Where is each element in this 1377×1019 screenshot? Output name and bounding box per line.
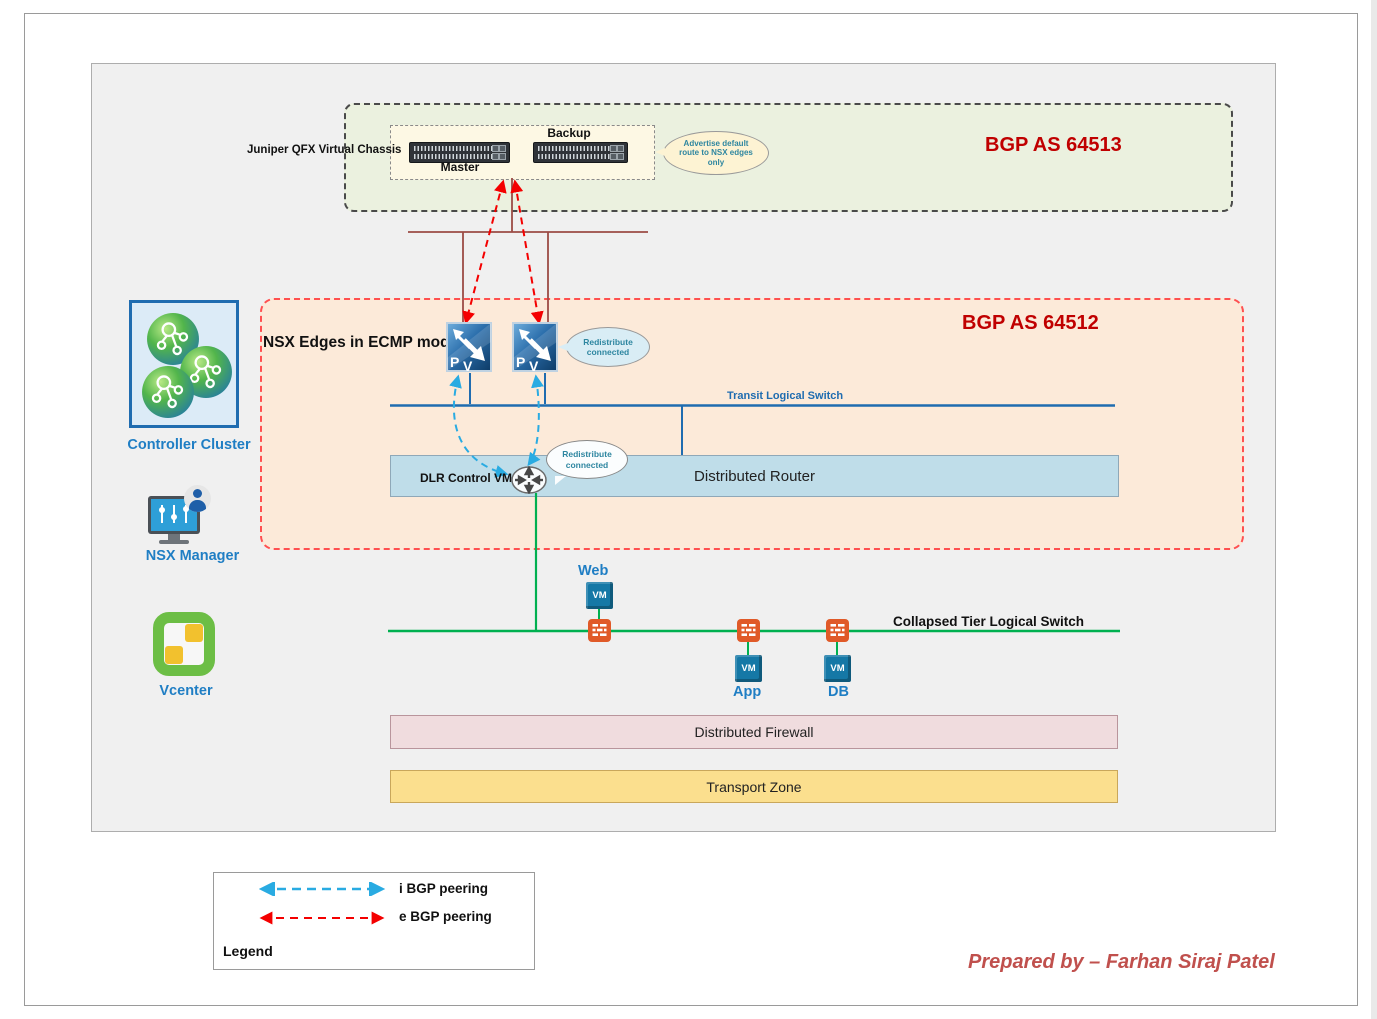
redistribute-callout-text: Redistribute connected [562,449,612,470]
transport-zone-bar: Transport Zone [390,770,1118,803]
ebgp-peering-arrows [462,179,544,325]
ebgp-legend-label: e BGP peering [399,909,492,924]
firewall-icon-web [588,619,611,642]
distributed-firewall-label: Distributed Firewall [694,724,814,740]
dlr-router-icon [511,466,547,494]
db-vm-label: DB [828,684,849,700]
callout-tail [655,148,665,156]
nsx-manager-label: NSX Manager [145,548,240,564]
firewall-icon-app [737,619,760,642]
backup-label: Backup [547,126,591,140]
edge-v-label: V [463,358,473,372]
transit-links [390,373,1115,455]
vcenter-label: Vcenter [159,683,213,699]
ebgp-legend-arrow [259,911,385,925]
advertise-callout: Advertise default route to NSX edges onl… [655,131,769,175]
network-sphere-icon [180,346,232,398]
vm-text: VM [741,663,756,674]
redistribute-callout-text: Redistribute connected [583,336,633,357]
vsphere-logo-icon [153,612,215,676]
admin-user-icon [184,485,211,512]
callout-tail [555,476,566,485]
backup-switch-icon [533,142,628,163]
dlr-control-vm-label: DLR Control VM [420,471,512,485]
app-vm-label: App [733,684,762,700]
advertise-callout-text: Advertise default route to NSX edges onl… [679,138,753,167]
chassis-title: Juniper QFX Virtual Chassis [247,144,402,156]
vm-text: VM [592,590,607,601]
edge-v-label: V [529,358,539,372]
legend-title: Legend [223,943,273,959]
ibgp-legend-label: i BGP peering [399,881,489,896]
controller-cluster-label: Controller Cluster [127,437,251,453]
edge-p-label: P [450,354,459,370]
prepared-by-text: Prepared by – Farhan Siraj Patel [968,951,1275,973]
bgp-as-64512-zone [260,298,1244,550]
network-sphere-icon [147,313,199,365]
ibgp-peering-arrows [449,374,544,478]
vm-text: VM [830,663,845,674]
callout-tail [558,343,568,351]
collapsed-tier-label: Collapsed Tier Logical Switch [893,614,1085,629]
nsx-edge-icon-1: P V [446,322,492,372]
edge-p-label: P [516,354,525,370]
legend-box: i BGP peering e BGP peering Legend [213,872,535,970]
bgp-as-64513-label: BGP AS 64513 [985,134,1122,156]
transit-switch-label: Transit Logical Switch [727,390,844,402]
master-label: Master [440,160,480,174]
controller-cluster-box [129,300,239,428]
web-vm-icon: VM [586,582,613,609]
master-switch-icon [409,142,510,163]
monitor-base [159,540,189,544]
db-vm-icon: VM [824,655,851,682]
firewall-icon-db [826,619,849,642]
viewer-edge-strip [1371,0,1377,1019]
network-sphere-icon [142,366,194,418]
redistribute-callout-dlr: Redistribute connected [546,440,628,485]
bgp-as-64512-label: BGP AS 64512 [962,312,1099,334]
nsx-edges-title: NSX Edges in ECMP mode [263,334,459,351]
web-vm-label: Web [578,563,609,579]
transport-zone-label: Transport Zone [706,778,802,795]
app-vm-icon: VM [735,655,762,682]
redistribute-callout-edge: Redistribute connected [558,327,650,367]
monitor-stand [168,534,180,541]
distributed-firewall-bar: Distributed Firewall [390,715,1118,749]
distributed-router-label: Distributed Router [694,467,815,485]
distributed-router-bar: Distributed Router [390,455,1119,497]
ibgp-legend-arrow [258,882,386,896]
nsx-edge-icon-2: P V [512,322,558,372]
